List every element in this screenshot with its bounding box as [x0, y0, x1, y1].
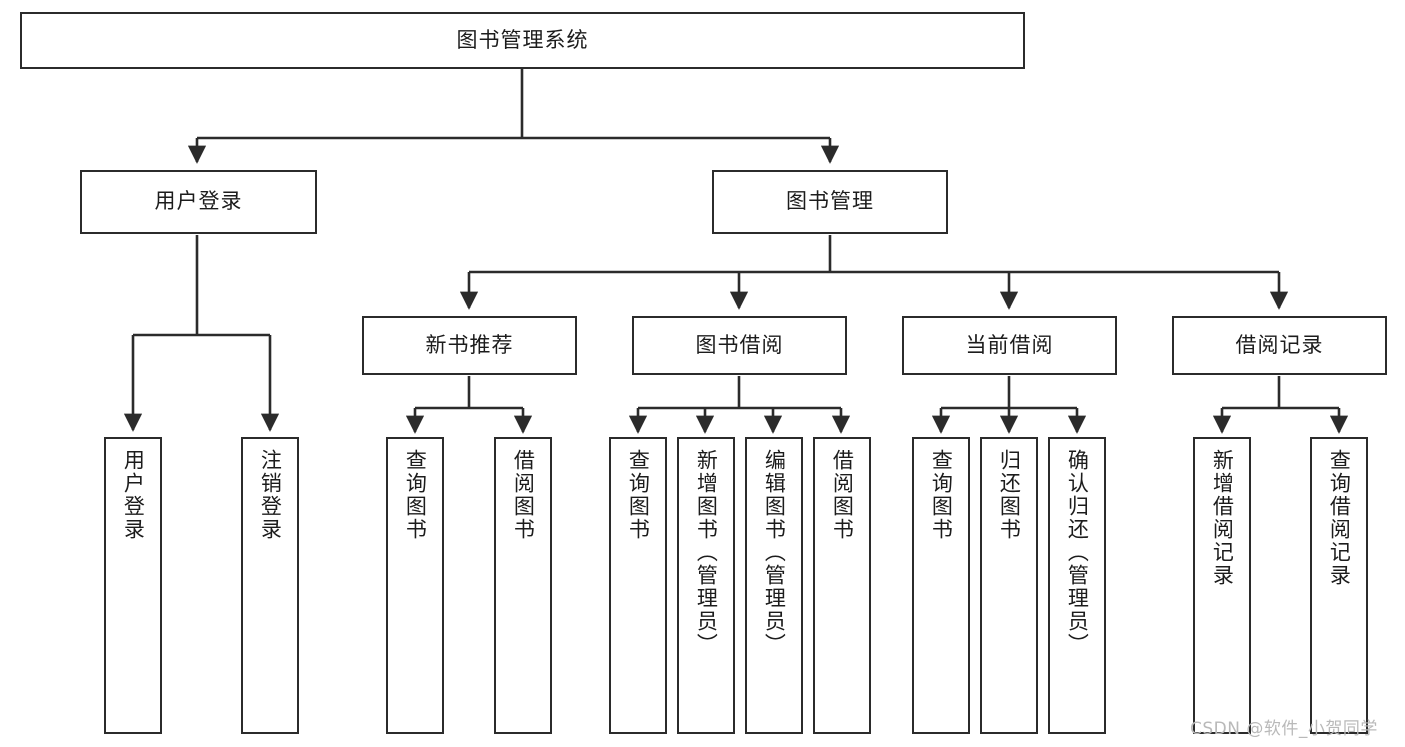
node-book-management-label: 图书管理: [786, 189, 874, 214]
node-borrow-record[interactable]: 借阅记录: [1172, 316, 1387, 375]
node-root-system[interactable]: 图书管理系统: [20, 12, 1025, 69]
node-leaf-borrow-book-recommend-label: 借阅图书: [511, 449, 536, 541]
node-leaf-query-book-recommend[interactable]: 查询图书: [386, 437, 444, 734]
node-leaf-logout[interactable]: 注销登录: [241, 437, 299, 734]
node-leaf-add-book-admin[interactable]: 新增图书（管理员）: [677, 437, 735, 734]
node-leaf-add-borrow-record[interactable]: 新增借阅记录: [1193, 437, 1251, 734]
node-leaf-query-borrow-record[interactable]: 查询借阅记录: [1310, 437, 1368, 734]
node-leaf-user-login[interactable]: 用户登录: [104, 437, 162, 734]
node-current-borrow-label: 当前借阅: [965, 332, 1054, 357]
node-leaf-return-book-label: 归还图书: [997, 449, 1022, 541]
node-leaf-query-book-borrow[interactable]: 查询图书: [609, 437, 667, 734]
node-new-book-recommend[interactable]: 新书推荐: [362, 316, 577, 375]
node-leaf-add-book-admin-label: 新增图书（管理员）: [694, 449, 719, 656]
node-leaf-return-book[interactable]: 归还图书: [980, 437, 1038, 734]
node-leaf-edit-book-admin[interactable]: 编辑图书（管理员）: [745, 437, 803, 734]
node-book-borrow-label: 图书借阅: [695, 332, 784, 357]
node-new-book-recommend-label: 新书推荐: [425, 332, 514, 357]
node-leaf-borrow-book-label: 借阅图书: [830, 449, 855, 541]
node-root-system-label: 图书管理系统: [456, 27, 589, 52]
node-leaf-query-borrow-record-label: 查询借阅记录: [1327, 449, 1352, 587]
node-book-borrow[interactable]: 图书借阅: [632, 316, 847, 375]
node-leaf-logout-label: 注销登录: [258, 449, 283, 541]
node-user-login[interactable]: 用户登录: [80, 170, 317, 234]
node-leaf-query-book-borrow-label: 查询图书: [626, 449, 651, 541]
node-book-management[interactable]: 图书管理: [712, 170, 948, 234]
node-leaf-borrow-book-recommend[interactable]: 借阅图书: [494, 437, 552, 734]
node-leaf-user-login-label: 用户登录: [121, 449, 146, 541]
node-leaf-add-borrow-record-label: 新增借阅记录: [1210, 449, 1235, 587]
node-user-login-label: 用户登录: [154, 189, 243, 214]
node-borrow-record-label: 借阅记录: [1235, 332, 1324, 357]
node-leaf-borrow-book[interactable]: 借阅图书: [813, 437, 871, 734]
node-leaf-query-book-recommend-label: 查询图书: [403, 449, 428, 541]
node-leaf-query-book-current[interactable]: 查询图书: [912, 437, 970, 734]
node-leaf-query-book-current-label: 查询图书: [929, 449, 954, 541]
node-leaf-confirm-return-admin[interactable]: 确认归还（管理员）: [1048, 437, 1106, 734]
node-current-borrow[interactable]: 当前借阅: [902, 316, 1117, 375]
node-leaf-edit-book-admin-label: 编辑图书（管理员）: [762, 449, 787, 656]
node-leaf-confirm-return-admin-label: 确认归还（管理员）: [1065, 449, 1090, 656]
csdn-watermark: CSDN @软件_小贺同学: [1190, 719, 1378, 739]
